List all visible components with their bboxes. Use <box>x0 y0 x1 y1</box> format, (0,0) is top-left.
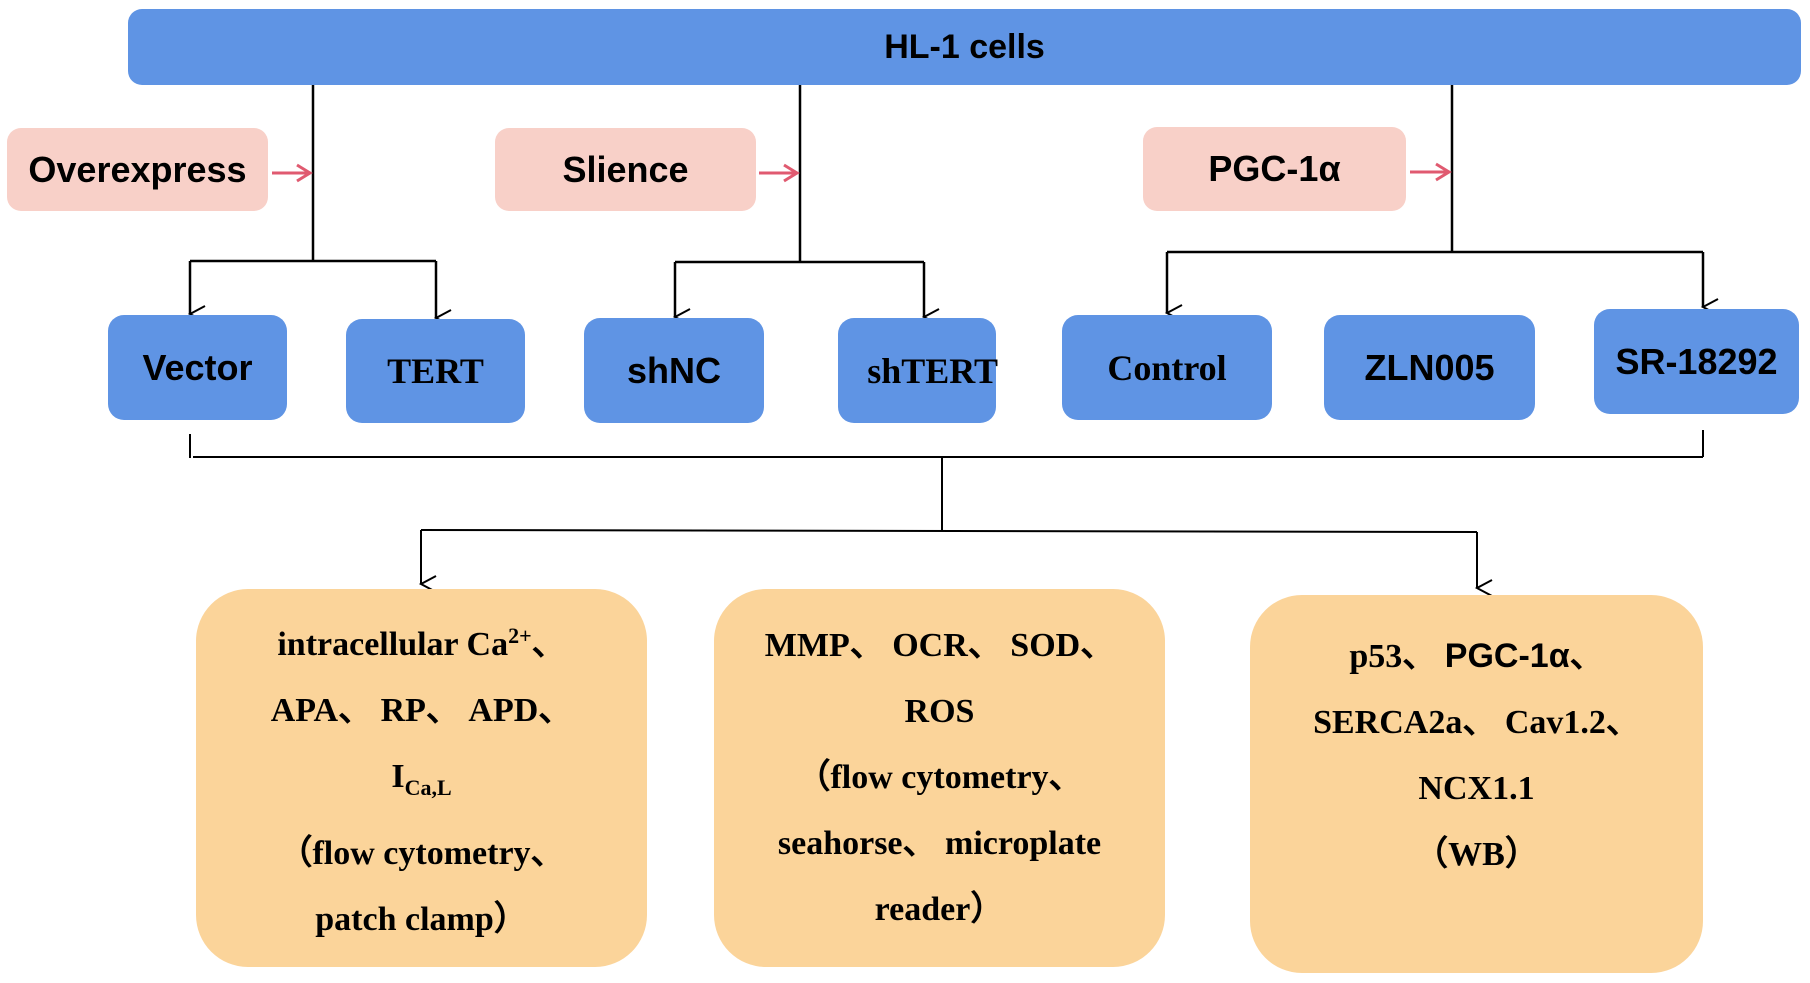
outcome-line: （WB） <box>1414 836 1539 873</box>
outcome-line: APA、 RP、 APD、 <box>270 692 573 729</box>
outcome-mitochondria: MMP、 OCR、 SOD、 ROS （flow cytometry、 seah… <box>714 589 1165 967</box>
condition-slience: Slience <box>495 128 756 211</box>
condition-pgc1a: PGC-1α <box>1143 127 1406 211</box>
outcome-line: p53、 PGC-1α、 <box>1349 637 1604 675</box>
outcome-line: reader） <box>874 891 1005 928</box>
condition-label: PGC-1α <box>1208 148 1341 189</box>
group-label: ZLN005 <box>1364 346 1495 388</box>
root-node-hl1-cells: HL-1 cells <box>128 9 1801 85</box>
outcome-protein-expression: p53、 PGC-1α、 SERCA2a、 Cav1.2、 NCX1.1 （WB… <box>1250 595 1703 973</box>
condition-overexpress: Overexpress <box>7 128 268 211</box>
outcome-line: NCX1.1 <box>1418 770 1535 807</box>
outcome-line: MMP、 OCR、 SOD、 <box>764 627 1115 664</box>
condition-label: Overexpress <box>28 148 247 190</box>
group-tert: TERT <box>346 319 525 423</box>
group-label: TERT <box>387 351 484 391</box>
root-label: HL-1 cells <box>884 27 1045 66</box>
group-zln005: ZLN005 <box>1324 315 1535 420</box>
group-label: shTERT <box>867 350 998 391</box>
group-label: shNC <box>626 349 721 391</box>
outcomes-branch-line <box>420 529 1478 533</box>
outcome-line: ROS <box>904 693 975 730</box>
group-label: SR-18292 <box>1615 340 1778 382</box>
outcome-line: SERCA2a、 Cav1.2、 <box>1313 704 1640 741</box>
group-label: Vector <box>142 346 253 388</box>
outcome-line: patch clamp） <box>315 901 528 938</box>
group-label: Control <box>1107 347 1227 388</box>
group-shtert: shTERT <box>838 318 998 423</box>
condition-label: Slience <box>562 148 689 190</box>
outcome-line: （flow cytometry、 <box>796 759 1083 796</box>
outcome-line: seahorse、 microplate <box>777 825 1102 862</box>
outcome-electrophysiology: intracellular Ca2+、 APA、 RP、 APD、 ICa,L … <box>196 589 647 967</box>
outcome-line: ICa,L <box>391 758 452 800</box>
group-shnc: shNC <box>584 318 764 423</box>
group-sr18292: SR-18292 <box>1594 309 1799 414</box>
outcome-line: （flow cytometry、 <box>278 835 565 872</box>
outcome-line: intracellular Ca2+、 <box>277 623 566 663</box>
group-control: Control <box>1062 315 1272 420</box>
group-vector: Vector <box>108 315 287 420</box>
